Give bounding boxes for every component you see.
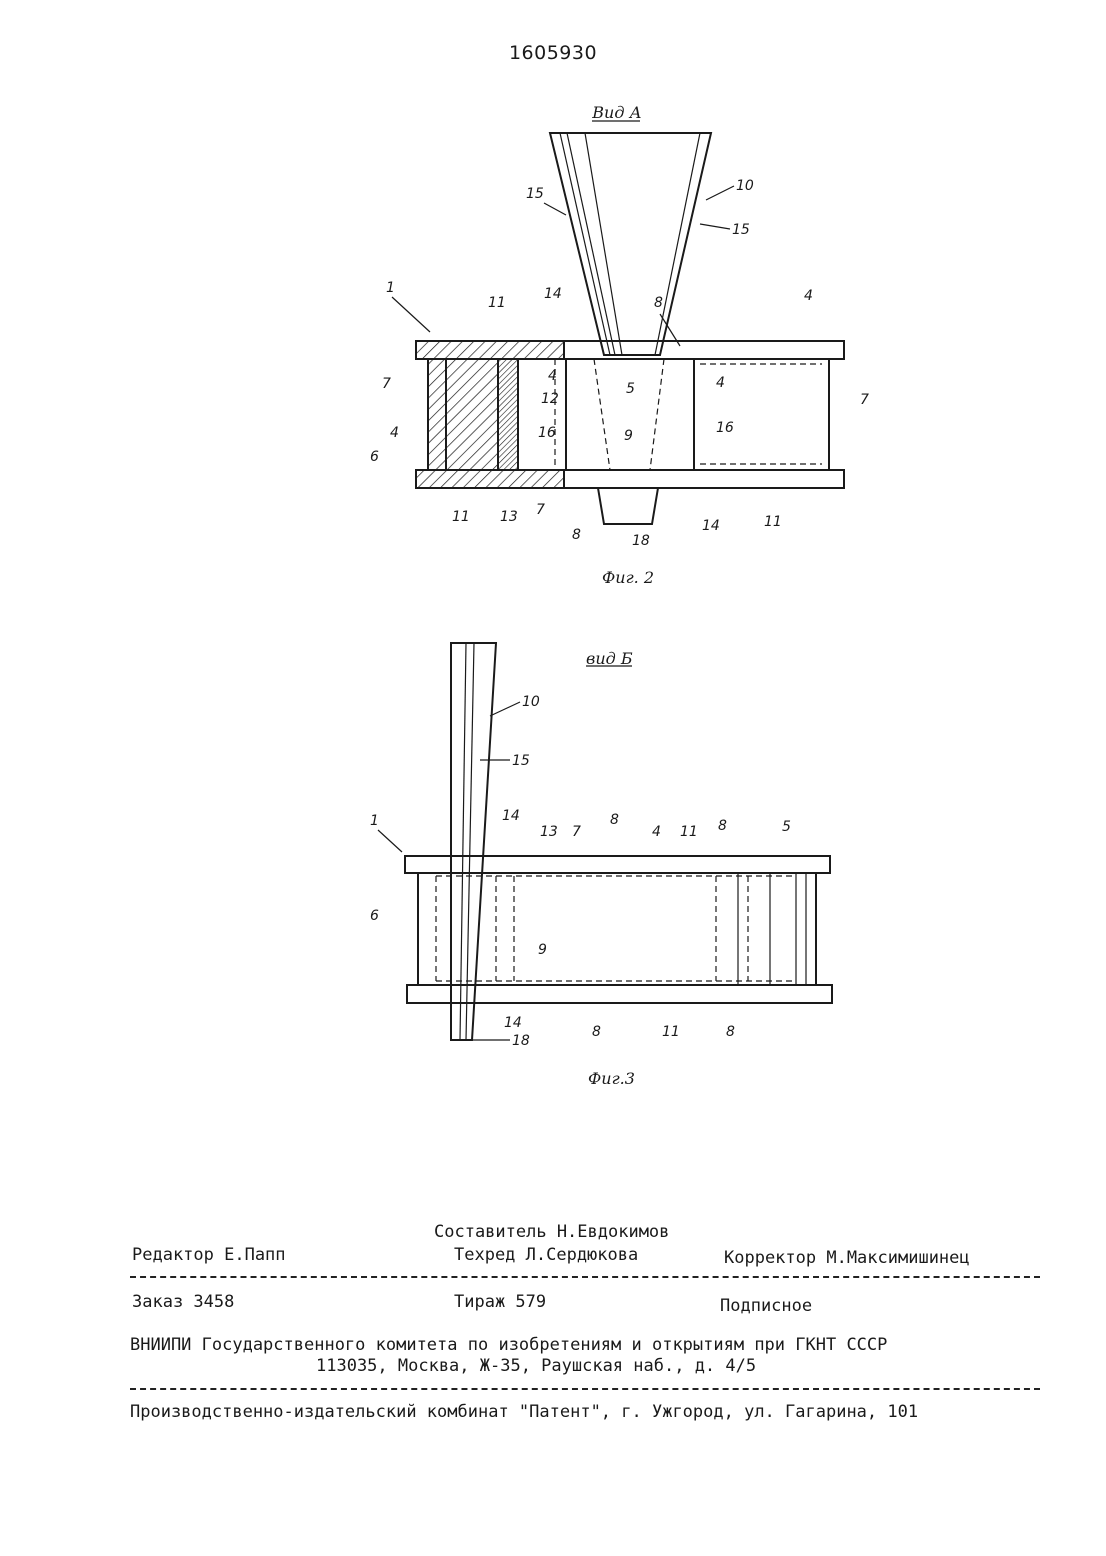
editor-line: Редактор Е.Папп	[132, 1245, 286, 1265]
fig3-label: 14	[502, 808, 520, 824]
fig3-label: 15	[512, 753, 530, 769]
fig3-label: 8	[610, 812, 619, 828]
fig3-label: 9	[538, 942, 547, 958]
fig3-box	[418, 873, 816, 985]
org-line-1: ВНИИПИ Государственного комитета по изоб…	[130, 1335, 887, 1355]
publisher-line: Производственно-издательский комбинат "П…	[130, 1402, 918, 1422]
corrector-line: Корректор М.Максимишинец	[724, 1248, 970, 1268]
org-line-2: 113035, Москва, Ж-35, Раушская наб., д. …	[316, 1356, 756, 1376]
fig3-label: 7	[572, 824, 581, 840]
fig3-label: 4	[652, 824, 661, 840]
fig3-label: 11	[662, 1024, 680, 1040]
fig3-label: 8	[718, 818, 727, 834]
fig3-label: 5	[782, 819, 791, 835]
compiler-line: Составитель Н.Евдокимов	[434, 1222, 669, 1242]
divider	[130, 1388, 1040, 1390]
fig3-label: 18	[512, 1033, 530, 1049]
fig3-label: 11	[680, 824, 698, 840]
fig3-caption: Фиг.3	[588, 1069, 635, 1088]
fig3-label: 13	[540, 824, 558, 840]
fig3-label: 1	[370, 813, 379, 829]
subscription-line: Подписное	[720, 1296, 812, 1316]
fig3-label: 8	[592, 1024, 601, 1040]
fig3-label: 6	[370, 908, 379, 924]
fig3-bottom-plate	[407, 985, 832, 1003]
techred-line: Техред Л.Сердюкова	[454, 1245, 638, 1265]
figure-3-drawing: вид Б 10 15 1 14 13 7 8 4 11 8 5 6 9 14 …	[0, 0, 1106, 1110]
divider	[130, 1276, 1040, 1278]
fig3-label: 10	[522, 694, 540, 710]
fig3-view-title: вид Б	[586, 649, 633, 668]
fig3-label: 14	[504, 1015, 522, 1031]
order-line: Заказ 3458	[132, 1292, 234, 1312]
fig3-label: 8	[726, 1024, 735, 1040]
fig3-top-plate	[405, 856, 830, 873]
circulation-line: Тираж 579	[454, 1292, 546, 1312]
